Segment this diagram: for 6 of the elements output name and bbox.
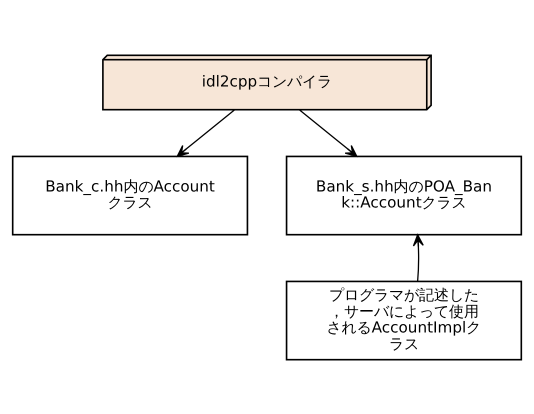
arrow <box>176 108 235 156</box>
node-box: Bank_s.hh内のPOA_Bank::Accountクラス <box>286 155 522 235</box>
arrow <box>412 234 424 281</box>
node-box: プログラマが記述した，サーバによって使用されるAccountImplクラス <box>286 280 522 360</box>
arrow <box>299 108 358 156</box>
node-box: Bank_c.hh内のAccountクラス <box>12 155 248 235</box>
